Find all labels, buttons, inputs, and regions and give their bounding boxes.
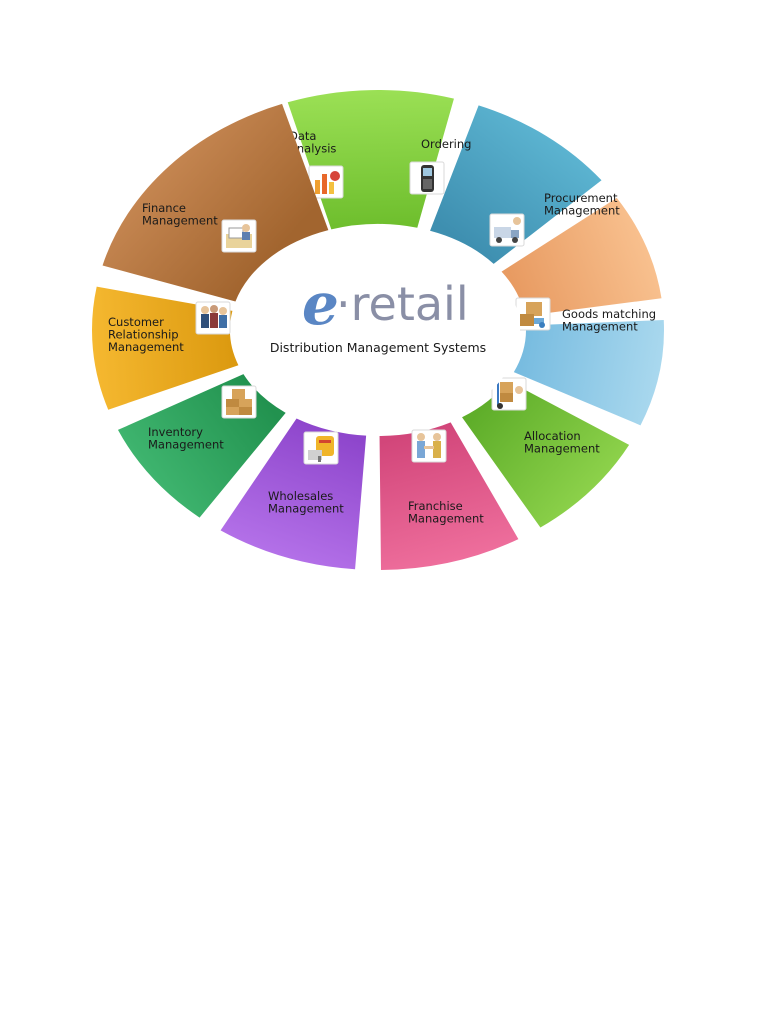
center-hub: e ·retail Distribution Management System… (236, 230, 520, 430)
segment-shape-allocation (462, 380, 630, 528)
boxes-truck-icon (515, 297, 551, 331)
segment-label-line: Customer (108, 315, 164, 329)
segment-label-line: Management (108, 340, 184, 354)
desk-documents-icon (221, 219, 257, 253)
segment-ordering: Ordering (409, 105, 602, 264)
segment-label-line: Franchise (408, 499, 463, 513)
segment-label-line: Data (289, 129, 316, 143)
segment-label-line: Allocation (524, 429, 581, 443)
segment-shape-goods-matching (513, 319, 664, 426)
logo-text: ·retail (336, 277, 469, 331)
segment-shape-finance (102, 103, 329, 302)
segment-label-line: Inventory (148, 425, 203, 439)
delivery-truck-icon (489, 213, 525, 247)
handshake-icon (411, 429, 447, 463)
segment-label-line: Wholesales (268, 489, 333, 503)
logo-mark: e (302, 270, 339, 338)
segment-label-line: Goods matching (562, 307, 656, 321)
segment-label-line: Analysis (289, 142, 336, 156)
diagram-subtitle: Distribution Management Systems (270, 340, 486, 355)
segment-label-line: Management (148, 438, 224, 452)
chart-icon (308, 165, 344, 199)
segment-label-line: Management (268, 502, 344, 516)
segment-label-line: Management (544, 204, 620, 218)
hub-background (236, 230, 520, 430)
segment-label-ordering: Ordering (421, 137, 471, 151)
segment-label-line: Relationship (108, 328, 179, 342)
mailbox-icon (303, 431, 339, 465)
segment-shape-ordering (430, 105, 602, 264)
segment-label-line: Ordering (421, 137, 471, 151)
meeting-people-icon (195, 301, 231, 335)
segment-label-line: Management (408, 512, 484, 526)
segment-label-line: Management (142, 214, 218, 228)
segment-label-line: Procurement (544, 191, 618, 205)
segment-label-line: Finance (142, 201, 186, 215)
handheld-device-icon (409, 161, 445, 195)
hand-truck-icon (491, 377, 527, 411)
boxes-icon (221, 385, 257, 419)
segment-shape-procurement (501, 197, 662, 316)
segment-label-line: Management (524, 442, 600, 456)
segment-label-line: Management (562, 320, 638, 334)
